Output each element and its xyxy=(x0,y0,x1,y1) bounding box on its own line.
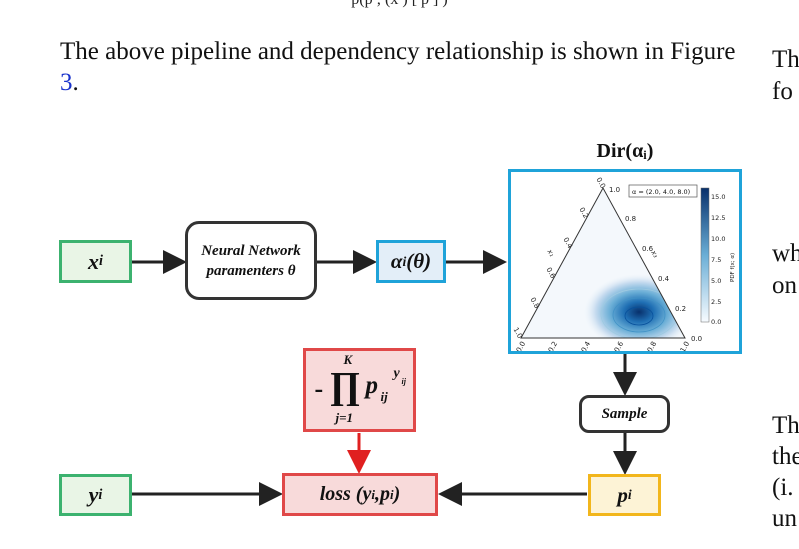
dirichlet-title: Dir(αᵢ) xyxy=(596,140,654,162)
right-column-fragment: the xyxy=(772,443,799,470)
simplex-triangle xyxy=(520,186,686,339)
right-column-fragment: on xyxy=(772,272,797,299)
loss-prefix: loss ( xyxy=(319,483,363,505)
alpha-symbol: α xyxy=(390,249,403,273)
header-equation-fragment: p(p ; (x ) [ p ] ) xyxy=(0,0,799,9)
right-column-fragment: un xyxy=(772,505,797,532)
loss-p: p xyxy=(380,483,390,505)
network-label-line2: paramenters θ xyxy=(206,262,296,279)
tick: 1.0 xyxy=(679,340,691,351)
colorbar xyxy=(700,187,710,323)
bottom-axis-ticks: 0.0 0.2 0.4 0.6 0.8 1.0 xyxy=(515,340,691,354)
network-label-line1: Neural Network xyxy=(201,242,301,259)
body-paragraph: The above pipeline and dependency relati… xyxy=(60,36,750,98)
legend-box xyxy=(628,184,698,198)
loss-separator: , xyxy=(375,483,380,505)
tick: 0.4 xyxy=(580,340,593,351)
sample-box: Sample xyxy=(579,395,670,433)
product-lower-limit: j=1 xyxy=(335,410,354,425)
right-column-fragment: wh xyxy=(772,240,799,267)
minus-sign: - xyxy=(314,374,324,403)
tick: 0.8 xyxy=(646,340,658,351)
tick: 0.0 xyxy=(691,335,702,343)
colorbar-label: PDF f(x; α) xyxy=(730,253,736,282)
tick: 0.6 xyxy=(642,245,654,253)
y-symbol: y xyxy=(88,482,99,507)
right-column-fragment: Th xyxy=(772,412,799,439)
tick: 15.0 xyxy=(711,193,725,201)
tick: 0.0 xyxy=(711,318,721,326)
p-subscript: i xyxy=(627,487,632,502)
loss-suffix: ) xyxy=(393,483,401,505)
tick: 10.0 xyxy=(711,235,725,243)
right-column-fragment: fo xyxy=(772,78,793,105)
paragraph-text: The above pipeline and dependency relati… xyxy=(60,38,736,65)
neural-network-box: Neural Network paramenters θ xyxy=(185,221,317,300)
tick: 7.5 xyxy=(711,256,721,264)
tick: 1.0 xyxy=(609,186,620,194)
tick: 0.0 xyxy=(594,176,606,190)
dirichlet-simplex-plot: 0.0 0.2 0.4 0.6 0.8 1.0 0.0 0.2 0.4 0.6 … xyxy=(511,176,736,354)
product-upper-limit: K xyxy=(343,352,353,367)
tick: 0.2 xyxy=(675,305,686,313)
tick: 2.5 xyxy=(711,298,721,306)
loss-p-subscript: i xyxy=(390,486,394,502)
legend-text: α = (2.0, 4.0, 8.0) xyxy=(632,188,690,196)
y-subscript: i xyxy=(98,486,103,503)
product-exponent-subscript: ij xyxy=(401,377,406,386)
product-formula-box: - K ∏ j=1 p ij y ij xyxy=(303,348,416,432)
right-axis-label: x₃ xyxy=(649,248,660,259)
product-exponent: y xyxy=(393,366,400,381)
x-subscript: i xyxy=(99,253,103,269)
loss-y-subscript: i xyxy=(371,486,375,502)
tick: 5.0 xyxy=(711,277,721,285)
tick: 0.8 xyxy=(625,215,636,223)
product-symbol: ∏ xyxy=(329,365,361,407)
tick: 0.6 xyxy=(613,340,626,351)
product-term: p xyxy=(365,372,379,399)
tick: 0.2 xyxy=(547,340,559,351)
loss-y: y xyxy=(362,483,372,505)
dirichlet-plot-box: 0.0 0.2 0.4 0.6 0.8 1.0 0.0 0.2 0.4 0.6 … xyxy=(508,169,742,354)
tick: 12.5 xyxy=(711,214,725,222)
alpha-theta: (θ) xyxy=(406,249,432,273)
p-symbol: p xyxy=(617,482,628,507)
tick: 0.4 xyxy=(658,275,670,283)
right-column-fragment: Th xyxy=(772,46,799,73)
x-symbol: x xyxy=(88,248,99,274)
left-axis-label: x₁ xyxy=(545,247,556,258)
product-term-subscript: ij xyxy=(380,389,388,404)
alpha-subscript: i xyxy=(402,253,407,269)
colorbar-ticks: 15.0 12.5 10.0 7.5 5.0 2.5 0.0 xyxy=(711,193,725,326)
tick: 0.0 xyxy=(515,340,527,351)
right-axis-ticks: 1.0 0.8 0.6 0.4 0.2 0.0 x₃ xyxy=(609,186,702,343)
right-column-fragment: (i. xyxy=(772,474,794,501)
paragraph-period: . xyxy=(72,69,79,96)
figure-reference-link[interactable]: 3 xyxy=(60,69,73,96)
